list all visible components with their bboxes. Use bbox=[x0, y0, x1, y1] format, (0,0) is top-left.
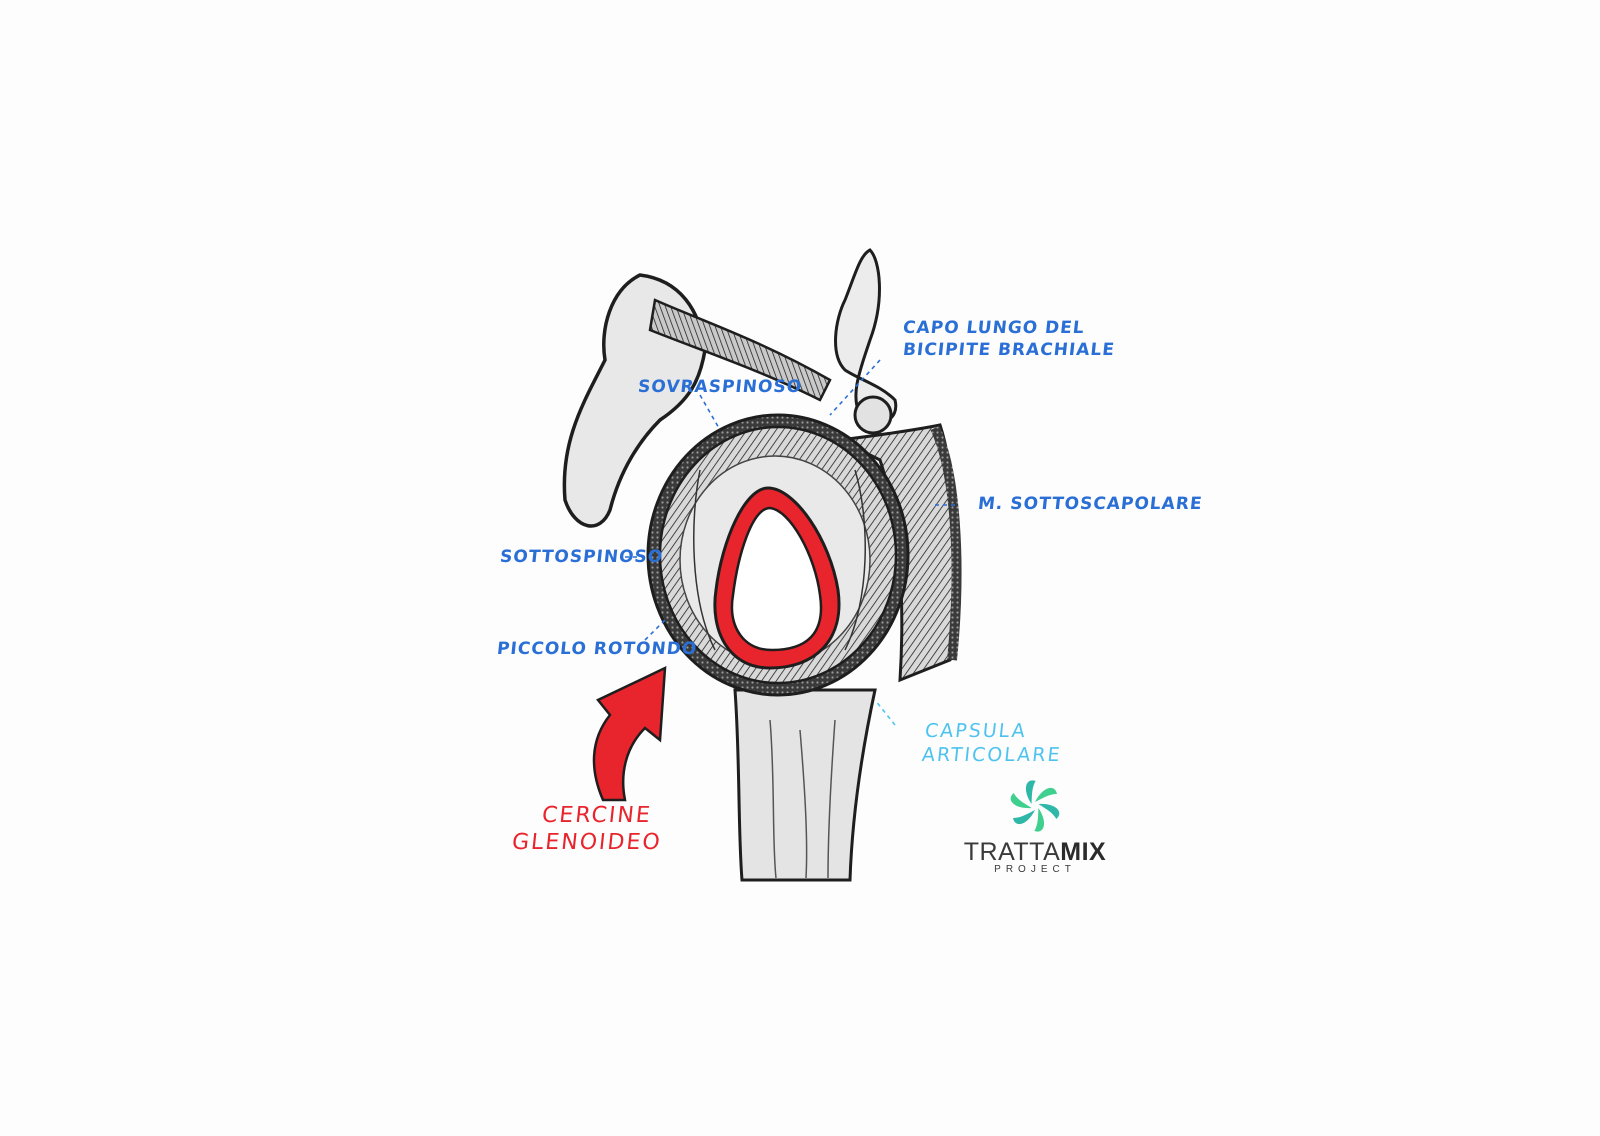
label-capsule-line2: ARTICOLARE bbox=[920, 744, 1063, 766]
label-biceps-line2: BICIPITE BRACHIALE bbox=[901, 340, 1116, 360]
coracoid-process bbox=[834, 248, 898, 424]
coracoacromial-ligament bbox=[648, 298, 832, 402]
label-supraspinatus: SOVRASPINOSO bbox=[636, 377, 804, 397]
glenoid-cavity bbox=[730, 506, 823, 652]
label-capsule-line1: CAPSULA bbox=[923, 720, 1028, 742]
pinwheel-icon bbox=[1010, 780, 1060, 832]
labrum-arrow bbox=[592, 665, 667, 802]
label-labrum-line1: CERCINE bbox=[540, 803, 653, 828]
logo-wordmark: TRATTAMIX bbox=[963, 838, 1107, 866]
trattamix-logo: TRATTAMIX PROJECT bbox=[960, 776, 1110, 876]
label-infraspinatus: SOTTOSPINOSO bbox=[498, 547, 665, 567]
label-subscapularis: M. SOTTOSCAPOLARE bbox=[976, 494, 1204, 514]
humerus-shaft bbox=[733, 688, 877, 882]
leader-lines bbox=[625, 359, 955, 726]
label-teres-minor: PICCOLO ROTONDO bbox=[495, 639, 699, 659]
label-labrum-line2: GLENOIDEO bbox=[510, 830, 663, 855]
label-biceps-line1: CAPO LUNGO DEL bbox=[901, 318, 1086, 338]
logo-subtitle: PROJECT bbox=[994, 864, 1076, 875]
